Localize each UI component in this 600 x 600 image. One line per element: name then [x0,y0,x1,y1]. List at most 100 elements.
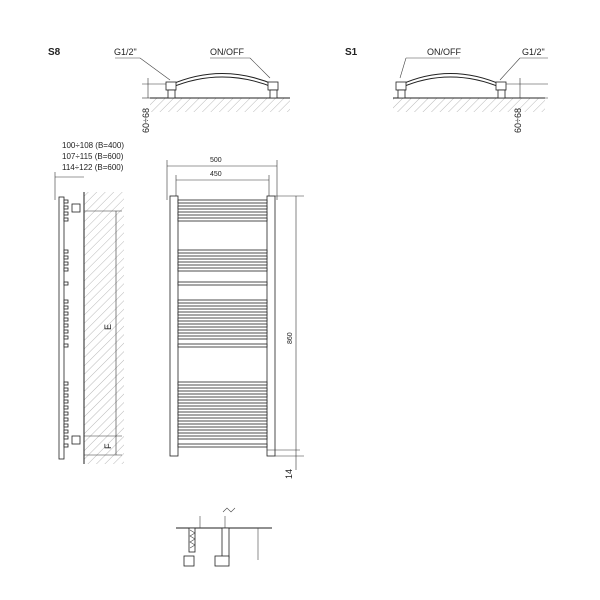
valve-detail [176,507,272,567]
side-rail-tick [63,411,69,416]
bottom-offset-label: 14 [284,469,294,479]
width-axis-label: 450 [210,171,222,178]
s1-radiator-arc-inner [399,76,503,89]
s8-radiator-arc-inner [169,76,276,89]
front-rail [177,399,268,404]
side-rail-tick [63,399,69,404]
side-rail-tick [63,199,69,204]
front-rail [177,255,268,260]
front-rail [177,343,268,348]
front-rail [177,311,268,316]
depth-note-1: 100÷108 (B=400) [62,141,124,150]
front-rail [177,261,268,266]
s8-left-connector [165,81,177,91]
s8-thread-label: G1/2" [114,47,137,57]
side-rail-tick [63,305,69,310]
side-rail-tick [63,311,69,316]
s1-thread-leader-diag [499,57,521,81]
front-rail [177,249,268,254]
s8-valve-label: ON/OFF [210,47,244,57]
front-left-column [169,195,179,457]
side-radiator-column [58,196,65,460]
s8-right-pipe [269,89,278,99]
valve-left-body [188,527,196,553]
s8-wall-hatch [150,98,290,112]
front-right-column [266,195,276,457]
s8-right-connector [267,81,279,91]
front-rail [177,429,268,434]
depth-note-2: 107÷115 (B=600) [62,152,124,161]
side-wall-hatch [84,192,124,464]
side-rail-tick [63,211,69,216]
side-rail-tick [63,335,69,340]
side-rail-tick [63,217,69,222]
side-rail-tick [63,261,69,266]
front-rail [177,335,268,340]
side-rail-tick [63,343,69,348]
s1-thread-label: G1/2" [522,47,545,57]
side-bottom-bracket [71,435,81,445]
front-rail [177,381,268,386]
side-rail-tick [63,255,69,260]
front-rail [177,205,268,210]
front-rail [177,405,268,410]
side-rail-tick [63,443,69,448]
front-rail [177,387,268,392]
s1-label: S1 [345,47,358,58]
s1-left-connector [395,81,407,91]
front-rail [177,417,268,422]
width-outer-label: 500 [210,157,222,164]
valve-break-mark [222,507,236,513]
side-rail-tick [63,423,69,428]
side-rail-tick [63,281,69,286]
front-rail [177,317,268,322]
side-rail-tick [63,381,69,386]
side-rail-tick [63,435,69,440]
side-rail-tick [63,393,69,398]
s8-left-pipe [167,89,176,99]
s8-radiator-arc [169,73,276,86]
front-rail [177,411,268,416]
height-label: 860 [287,332,294,344]
side-rail-tick [63,429,69,434]
front-rail [177,443,268,448]
side-rail-tick [63,267,69,272]
side-rail-tick [63,249,69,254]
s1-valve-leader-diag [399,57,407,79]
side-view: 100÷108 (B=400) 107÷115 (B=600) 114÷122 … [54,141,124,464]
front-rail [177,281,268,286]
front-rail [177,267,268,272]
s8-detail: S8 G1/2" ON/OFF 60÷68 [48,47,290,133]
s1-wall-hatch [393,98,545,112]
s8-label: S8 [48,47,61,58]
valve-left-nut [183,555,195,567]
s8-valve-leader-diag [249,57,271,79]
s1-valve-label: ON/OFF [427,47,461,57]
front-rails [177,199,268,448]
side-rail-tick [63,417,69,422]
side-rail-tick [63,323,69,328]
s1-right-pipe [497,89,506,99]
s1-height-range: 60÷68 [513,108,523,133]
front-rail [177,393,268,398]
s1-right-connector [495,81,507,91]
dim-e-label: E [103,324,113,330]
valve-mid-nut [214,555,230,567]
s1-radiator-arc [399,73,503,86]
valve-mid-body [221,527,230,559]
front-rail [177,423,268,428]
s8-thread-leader-diag [139,57,171,81]
front-rail [177,211,268,216]
front-rail [177,305,268,310]
side-rail-tick [63,405,69,410]
s8-height-range: 60÷68 [141,108,151,133]
side-rail-tick [63,387,69,392]
side-rail-tick [63,299,69,304]
front-rail [177,299,268,304]
side-rail-tick [63,205,69,210]
front-view: 500 450 860 14 [166,157,304,479]
dim-f-label: F [103,443,113,449]
s1-left-pipe [397,89,406,99]
depth-note-3: 114÷122 (B=600) [62,163,124,172]
